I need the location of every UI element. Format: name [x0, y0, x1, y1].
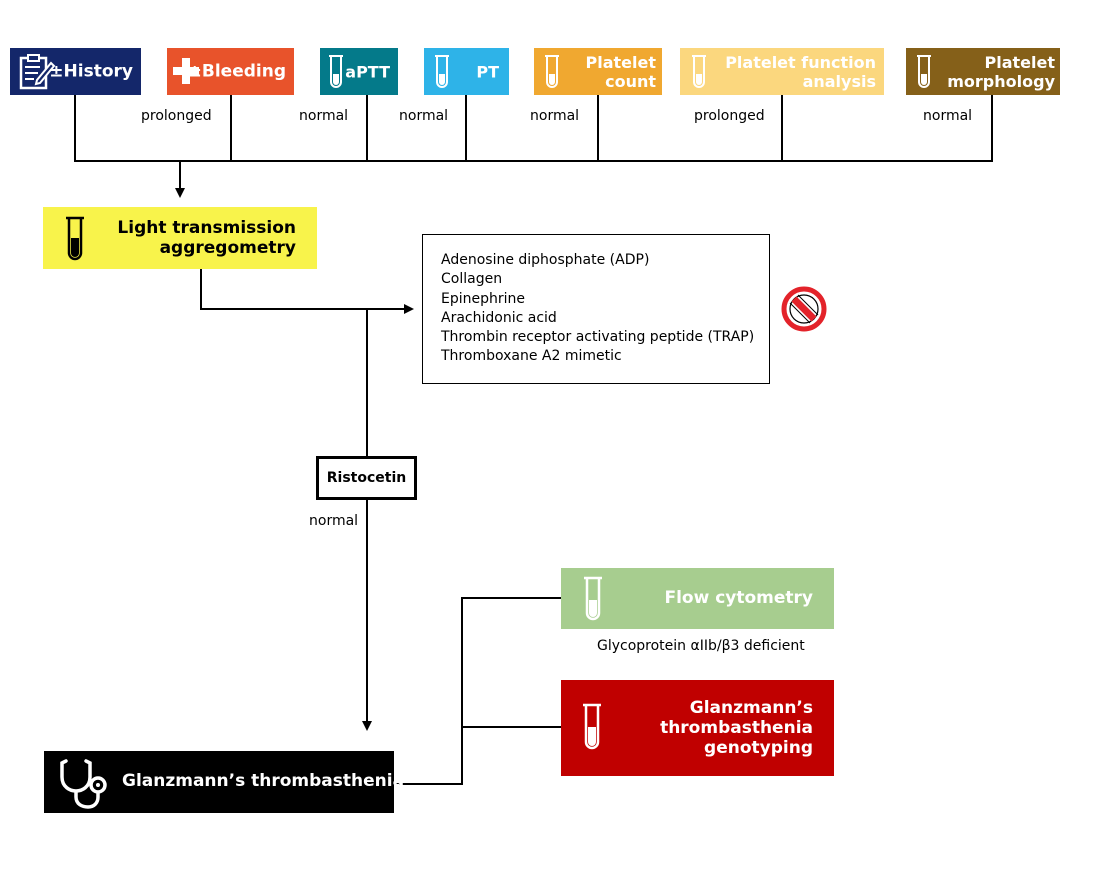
genotyping-label: Glanzmann’s thrombasthenia genotyping — [660, 698, 813, 758]
arrow-to-agonists — [200, 268, 414, 314]
platelet-function-label-line1: Platelet function — [725, 52, 876, 72]
genotyping-label-line1: Glanzmann’s — [689, 698, 813, 718]
test-tube-icon — [917, 55, 931, 88]
pt-label: PT — [476, 62, 499, 81]
lta-label-line2: aggregometry — [159, 238, 296, 258]
lta-box: Light transmission aggregometry — [43, 207, 317, 269]
platelet-morphology-result: normal — [923, 108, 973, 124]
ristocetin-result: normal — [309, 513, 359, 529]
lta-label-line1: Light transmission — [117, 218, 296, 238]
platelet-count-label: Platelet count — [586, 53, 657, 91]
platelet-morphology-label: Platelet morphology — [947, 53, 1055, 91]
agonist-item: Epinephrine — [441, 290, 525, 307]
stethoscope-icon — [60, 759, 107, 809]
flow-cytometry-result: Glycoprotein αIIb/β3 deficient — [597, 638, 805, 654]
platelet-count-result: normal — [530, 108, 580, 124]
agonist-item: Adenosine diphosphate (ADP) — [441, 252, 650, 268]
bleeding-box: ±Bleeding — [167, 48, 294, 95]
aptt-label: aPTT — [345, 62, 390, 81]
genotyping-label-line3: genotyping — [704, 738, 813, 758]
aptt-box: aPTT — [320, 48, 398, 95]
platelet-count-box: Platelet count — [534, 48, 662, 95]
agonist-item: Thrombin receptor activating peptide (TR… — [441, 329, 755, 346]
agonist-item: Arachidonic acid — [441, 309, 557, 326]
platelet-count-label-line2: count — [605, 71, 656, 91]
test-tube-icon — [435, 55, 449, 88]
ristocetin-box: Ristocetin — [316, 456, 417, 500]
platelet-function-label-line2: analysis — [802, 71, 876, 91]
platelet-function-label: Platelet function analysis — [725, 53, 876, 91]
test-tube-icon — [583, 703, 601, 750]
platelet-morphology-label-line2: morphology — [947, 71, 1055, 91]
plus-icon — [173, 58, 199, 84]
bleeding-result: prolonged — [141, 108, 212, 124]
agonist-list-box: Adenosine diphosphate (ADP) Collagen Epi… — [422, 234, 770, 384]
bleeding-label: ±Bleeding — [187, 61, 286, 81]
connector-to-flow — [394, 597, 561, 785]
platelet-morphology-label-line1: Platelet — [984, 52, 1056, 72]
platelet-function-box: Platelet function analysis — [680, 48, 884, 95]
ristocetin-label: Ristocetin — [326, 470, 407, 486]
diagnosis-box: Glanzmann’s thrombasthenia — [44, 751, 404, 813]
clipboard-icon — [19, 54, 56, 90]
genotyping-box: Glanzmann’s thrombasthenia genotyping — [561, 680, 834, 776]
diagnosis-label: Glanzmann’s thrombasthenia — [122, 771, 405, 791]
history-label: ±History — [49, 61, 133, 81]
pt-box: PT — [424, 48, 509, 95]
history-box: ±History — [10, 48, 141, 95]
pt-result: normal — [399, 108, 449, 124]
flow-cytometry-box: Flow cytometry — [561, 568, 834, 629]
test-tube-icon — [584, 576, 602, 621]
test-tube-icon — [545, 55, 559, 88]
test-tube-icon — [692, 55, 706, 88]
platelet-function-result: prolonged — [694, 108, 765, 124]
aptt-result: normal — [299, 108, 349, 124]
test-tube-icon — [329, 55, 343, 88]
agonist-item: Collagen — [441, 271, 503, 288]
no-entry-icon — [781, 286, 827, 332]
test-tube-icon — [66, 216, 84, 261]
flow-cytometry-label: Flow cytometry — [664, 588, 813, 608]
platelet-count-label-line1: Platelet — [585, 52, 657, 72]
agonist-item: Thromboxane A2 mimetic — [441, 348, 622, 365]
platelet-morphology-box: Platelet morphology — [906, 48, 1060, 95]
genotyping-label-line2: thrombasthenia — [660, 718, 813, 738]
lta-label: Light transmission aggregometry — [117, 218, 296, 258]
